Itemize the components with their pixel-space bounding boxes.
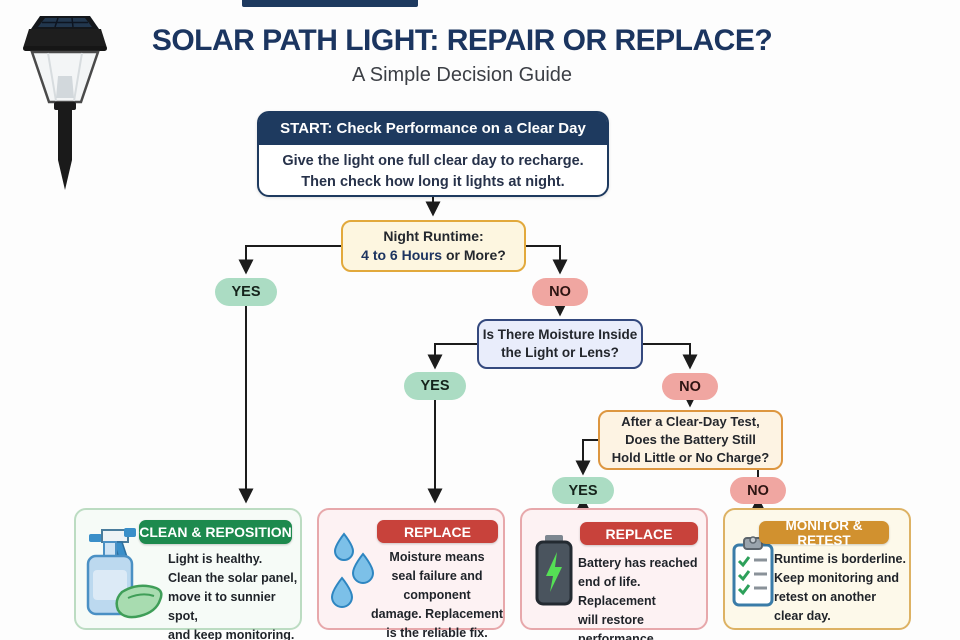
outcome-line: is the reliable fix. [386,626,488,640]
outcome-line: and keep monitoring. [168,628,295,640]
outcome-text: Battery has reached end of life. Replace… [578,554,704,640]
outcome-badge: REPLACE [377,520,498,543]
spray-bottle-icon [84,526,164,627]
outcome-text: Runtime is borderline. Keep monitoring a… [774,550,908,626]
page-subtitle: A Simple Decision Guide [351,64,573,86]
pill-battery-yes: YES [552,477,614,504]
start-box: START: Check Performance on a Clear Day … [257,111,609,197]
runtime-line1: Night Runtime: [383,228,484,245]
outcome-text: Light is healthy. Clean the solar panel,… [168,550,300,640]
outcome-text: Moisture means seal failure and componen… [371,548,503,640]
outcome-line: retest on another [774,590,877,604]
battery-line2: Does the Battery Still [625,431,756,447]
outcome-line: end of life. Replacement [578,575,656,608]
battery-line3: Hold Little or No Charge? [611,450,770,466]
outcome-badge: MONITOR & RETEST [759,518,889,548]
connector-runtime-to-yes [238,245,341,275]
solar-path-light-icon [14,8,116,200]
outcome-line: Clean the solar panel, [168,571,298,585]
question-battery: After a Clear-Day Test, Does the Battery… [598,410,783,470]
outcome-line: Battery has reached [578,556,698,570]
outcome-line: Runtime is borderline. [774,552,906,566]
pill-runtime-no: NO [532,278,588,306]
pill-runtime-yes: YES [215,278,277,306]
pill-battery-no: NO [730,477,786,504]
outcome-monitor-retest: MONITOR & RETEST Runtime is borderline. … [723,508,911,630]
moisture-line2: the Light or Lens? [501,345,619,360]
start-box-header: START: Check Performance on a Clear Day [259,113,607,145]
runtime-line2: 4 to 6 Hours or More? [343,246,524,265]
outcome-clean-reposition: CLEAN & REPOSITION Light is healthy. Cle… [74,508,302,640]
outcome-line: Light is healthy. [168,552,263,566]
runtime-highlight: 4 to 6 Hours [361,247,443,263]
question-moisture: Is There Moisture Inside the Light or Le… [477,319,643,369]
clipboard-checklist-icon [731,536,775,613]
question-night-runtime: Night Runtime: 4 to 6 Hours or More? [341,220,526,272]
water-droplets-icon [330,532,375,617]
page-title: SOLAR PATH LIGHT: REPAIR OR REPLACE? [151,24,773,57]
outcome-line: clear day. [774,609,831,623]
start-body-line1: Give the light one full clear day to rec… [282,153,584,169]
moisture-line1: Is There Moisture Inside [482,326,638,342]
outcome-line: Keep monitoring and [774,571,899,585]
outcome-replace-moisture: REPLACE Moisture means seal failure and … [317,508,505,640]
battery-charging-icon [534,534,574,611]
outcome-line: Moisture means [389,550,485,564]
battery-line1: After a Clear-Day Test, [621,413,760,429]
start-body-line2: Then check how long it lights at night. [301,174,565,191]
outcome-line: seal failure and component [391,569,483,602]
outcome-replace-battery: REPLACE Battery has reached end of life.… [520,508,708,640]
start-box-body: Give the light one full clear day to rec… [259,145,607,193]
outcome-line: damage. Replacement [371,607,503,621]
runtime-rest: or More? [442,247,506,263]
pill-moisture-yes: YES [404,372,466,400]
connector-moisture-to-yes [427,343,477,370]
outcome-badge: REPLACE [580,522,698,545]
connector-moisture-to-no [643,343,698,370]
outcome-line: will restore performance. [578,613,658,640]
pill-moisture-no: NO [662,373,718,400]
outcome-badge: CLEAN & REPOSITION [139,520,292,544]
outcome-line: move it to sunnier spot, [168,590,276,623]
connector-runtime-to-no [526,245,568,275]
connector-battery-to-yes [575,439,598,476]
top-crop-strip [242,0,418,7]
